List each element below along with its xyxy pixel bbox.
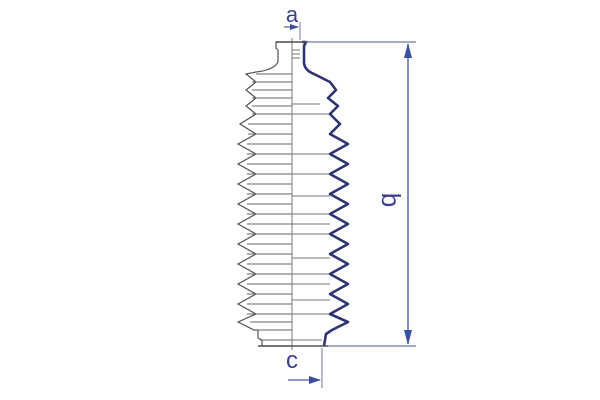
- dimension-b: [404, 43, 412, 345]
- label-a: a: [286, 2, 299, 27]
- dimension-a: [284, 22, 301, 40]
- dimension-c: [288, 348, 323, 388]
- label-b: b: [376, 193, 406, 207]
- right-interior-lines: [292, 49, 330, 341]
- label-c: c: [286, 347, 298, 374]
- right-profile-section: [302, 40, 350, 347]
- left-outline: [236, 41, 292, 347]
